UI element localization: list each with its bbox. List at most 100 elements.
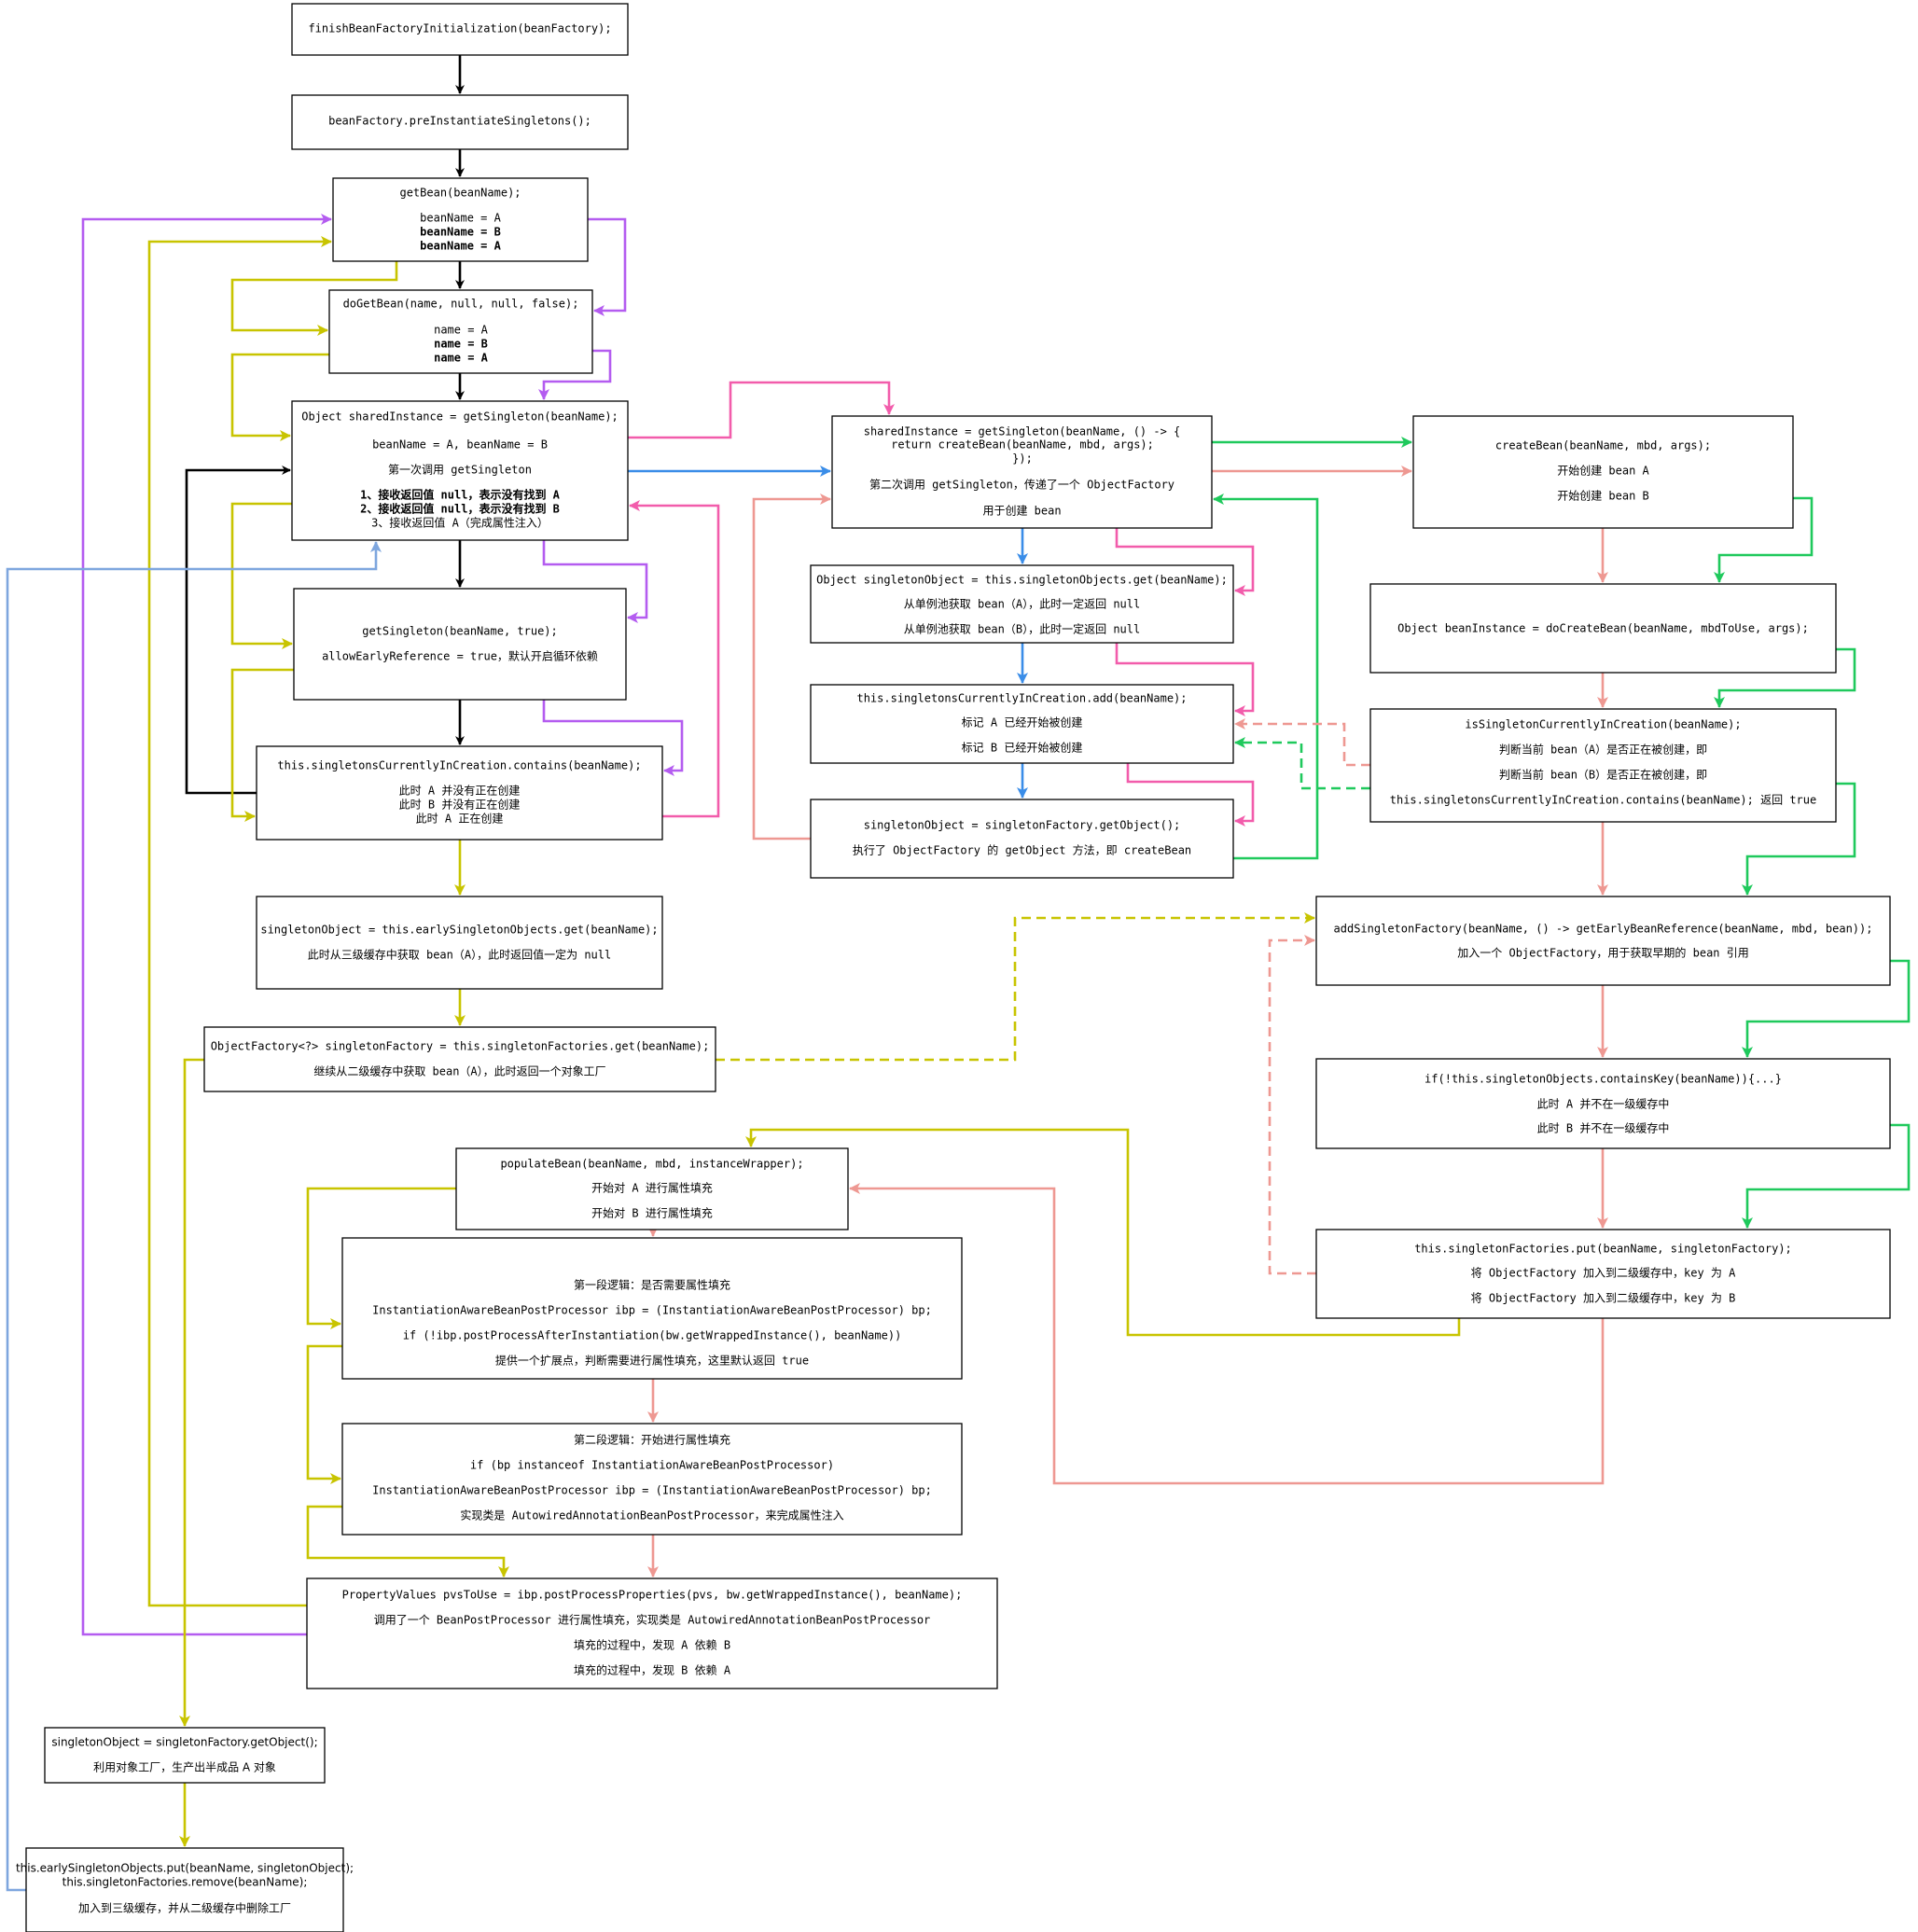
node-text: 第二段逻辑：开始进行属性填充 (574, 1433, 730, 1447)
connector-pink-30 (629, 500, 720, 818)
connector-purple-7 (588, 217, 627, 316)
connector-pink-27 (1115, 528, 1255, 596)
flow-node-n8: singletonObject = this.earlySingletonObj… (256, 896, 663, 990)
node-text: ObjectFactory<?> singletonFactory = this… (211, 1040, 710, 1053)
node-box (44, 1727, 326, 1784)
node-text: singletonObject = singletonFactory.getOb… (864, 819, 1181, 832)
flow-node-n13: singletonObject = singletonFactory.getOb… (810, 799, 1234, 879)
flow-node-n21: 第一段逻辑：是否需要属性填充InstantiationAwareBeanPost… (341, 1237, 963, 1380)
flow-node-n22: 第二段逻辑：开始进行属性填充 if (bp instanceof Instanti… (341, 1423, 963, 1536)
node-text: 此时 B 并没有正在创建 (399, 798, 521, 812)
node-box (341, 1237, 963, 1380)
node-text: 继续从二级缓存中获取 bean（A），此时返回一个对象工厂 (313, 1064, 605, 1078)
connector-green-38 (1742, 782, 1856, 896)
flow-node-n25: this.earlySingletonObjects.put(beanName,… (16, 1847, 354, 1932)
node-text: 实现类是 AutowiredAnnotationBeanPostProcesso… (460, 1508, 843, 1522)
node-text: this.singletonFactories.remove(beanName)… (63, 1876, 308, 1889)
connector-olive-14 (230, 502, 293, 649)
node-text: 2、接收返回值 null，表示没有找到 B (360, 502, 560, 516)
connector-green-37 (1714, 647, 1856, 708)
node-text: beanFactory.preInstantiateSingletons(); (328, 115, 591, 128)
node-box (1315, 896, 1891, 986)
flow-node-n7: this.singletonsCurrentlyInCreation.conta… (256, 745, 663, 841)
node-text: allowEarlyReference = true，默认开启循环依赖 (322, 649, 598, 663)
connector-pink-28 (1115, 643, 1255, 716)
node-text: 开始对 B 进行属性填充 (591, 1206, 713, 1220)
node-box (291, 400, 629, 541)
node-text: if (!ibp.postProcessAfterInstantiation(b… (403, 1329, 902, 1342)
node-text: beanName = A (420, 240, 501, 253)
connector-olive-18 (716, 912, 1315, 1062)
connector-olive-13 (230, 353, 329, 441)
node-text: if(!this.singletonObjects.containsKey(be… (1425, 1073, 1782, 1086)
node-text: 第一段逻辑：是否需要属性填充 (574, 1278, 730, 1292)
node-text: 此时 B 并不在一级缓存中 (1537, 1121, 1670, 1135)
node-text: name = A (434, 352, 489, 365)
node-box (256, 745, 663, 841)
connector-olive-22 (306, 1344, 342, 1484)
node-text: doGetBean(name, null, null, false); (343, 298, 579, 311)
node-box (256, 896, 663, 990)
connector-olive-23 (306, 1505, 509, 1578)
connector-purple-8 (538, 349, 612, 400)
node-text: 用于创建 bean (982, 505, 1061, 518)
node-box (341, 1423, 963, 1536)
node-text: 将 ObjectFactory 加入到二级缓存中，key 为 A (1471, 1266, 1736, 1280)
flow-node-n15: Object beanInstance = doCreateBean(beanN… (1369, 583, 1837, 674)
node-text: PropertyValues pvsToUse = ibp.postProces… (342, 1589, 963, 1602)
flow-node-n24: singletonObject = singletonFactory.getOb… (44, 1727, 326, 1784)
node-text: 此时 A 正在创建 (416, 813, 504, 826)
node-text: populateBean(beanName, mbd, instanceWrap… (500, 1158, 803, 1171)
node-text: 执行了 ObjectFactory 的 getObject 方法，即 creat… (853, 843, 1191, 857)
flow-node-n23: PropertyValues pvsToUse = ibp.postProces… (306, 1578, 998, 1689)
connector-olive-24 (147, 236, 332, 1607)
flow-node-n5: Object sharedInstance = getSingleton(bea… (291, 400, 629, 541)
connector-olive-21 (306, 1187, 456, 1329)
node-text: 判断当前 bean（A）是否正在被创建，即 (1499, 743, 1707, 757)
connector-green-41 (1234, 737, 1370, 790)
connector-green-39 (1742, 959, 1911, 1058)
node-box (291, 3, 629, 56)
connector-pink-26 (628, 381, 895, 439)
node-text: return createBean(beanName, mbd, args); (891, 438, 1154, 452)
connector-purple-11 (81, 214, 332, 1636)
node-text: if (bp instanceof InstantiationAwareBean… (470, 1459, 834, 1472)
node-box (293, 588, 627, 701)
node-text: 开始对 A 进行属性填充 (591, 1181, 713, 1195)
node-text: 调用了一个 BeanPostProcessor 进行属性填充，实现类是 Auto… (374, 1613, 931, 1627)
node-text: isSingletonCurrentlyInCreation(beanName)… (1465, 718, 1741, 731)
connector-green-42 (1213, 493, 1319, 860)
node-text: getBean(beanName); (399, 187, 521, 200)
flow-node-n18: if(!this.singletonObjects.containsKey(be… (1315, 1058, 1891, 1149)
flow-node-n19: this.singletonFactories.put(beanName, si… (1315, 1229, 1891, 1319)
connector-green-36 (1714, 496, 1814, 583)
node-text: 填充的过程中，发现 B 依赖 A (574, 1663, 731, 1677)
flow-node-n14: createBean(beanName, mbd, args);开始创建 bea… (1412, 415, 1794, 529)
connector-olive-19 (179, 1058, 204, 1727)
connector-purple-10 (542, 700, 684, 776)
node-box (1412, 415, 1794, 529)
node-text: 标记 A 已经开始被创建 (962, 716, 1083, 730)
connector-green-40 (1742, 1123, 1911, 1229)
flow-node-n12: this.singletonsCurrentlyInCreation.add(b… (810, 684, 1234, 764)
node-text: finishBeanFactoryInitialization(beanFact… (308, 22, 611, 35)
node-text: 开始创建 bean A (1557, 465, 1649, 478)
flow-node-n10: sharedInstance = getSingleton(beanName, … (831, 415, 1213, 529)
node-text: 此时从三级缓存中获取 bean（A），此时返回值一定为 null (308, 948, 611, 962)
node-text: 第一次调用 getSingleton (388, 464, 532, 477)
connector-salmon-49 (849, 1183, 1605, 1485)
flow-node-n9: ObjectFactory<?> singletonFactory = this… (203, 1026, 716, 1092)
node-text: 加入到三级缓存，并从二级缓存中删除工厂 (78, 1901, 291, 1915)
connector-salmon-52 (1268, 935, 1316, 1275)
node-box (332, 177, 589, 262)
flow-node-n11: Object singletonObject = this.singletonO… (810, 564, 1234, 644)
node-text: 从单例池获取 bean（B），此时一定返回 null (904, 622, 1140, 636)
connector-salmon-50 (752, 493, 831, 841)
node-text: 1、接收返回值 null，表示没有找到 A (360, 488, 561, 502)
node-box (810, 564, 1234, 644)
connector-salmon-51 (1234, 718, 1370, 767)
node-text: this.singletonFactories.put(beanName, si… (1414, 1243, 1792, 1256)
node-box (328, 289, 593, 374)
node-text: 将 ObjectFactory 加入到二级缓存中，key 为 B (1471, 1291, 1736, 1305)
node-text: singletonObject = singletonFactory.getOb… (51, 1736, 317, 1749)
